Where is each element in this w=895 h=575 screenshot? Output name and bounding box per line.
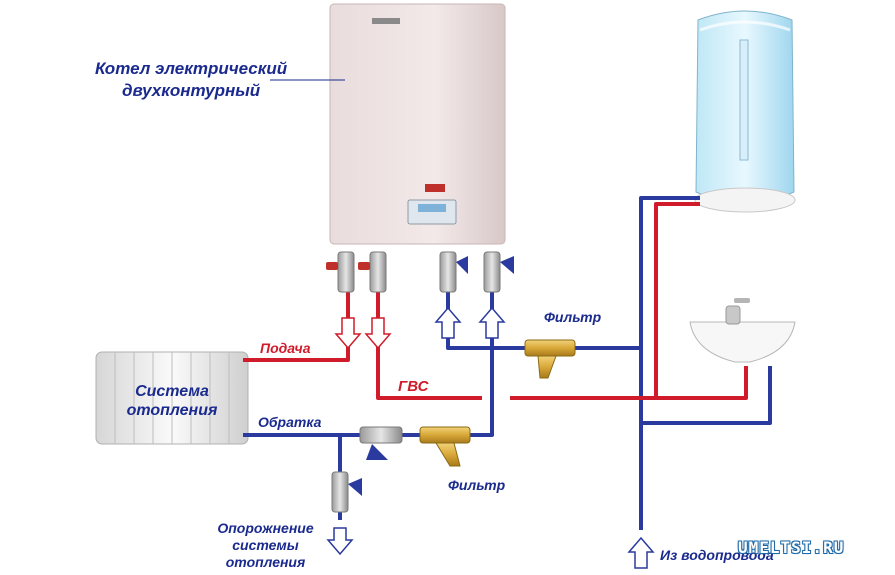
- filter-bottom-label: Фильтр: [448, 477, 506, 493]
- drain-label-line1: Опорожнение: [217, 520, 314, 536]
- ball-valve-drain: [331, 471, 362, 513]
- cold-water-pipes: [243, 196, 772, 530]
- drain-label-line2: системы: [232, 537, 299, 553]
- filter-top-label: Фильтр: [544, 309, 602, 325]
- arrow-up-cold-inlet: [434, 306, 462, 339]
- heating-system-label: Система отопления: [112, 382, 232, 420]
- watermark: UMELTSI.RU: [738, 538, 845, 557]
- boiler-title-line2: двухконтурный: [121, 81, 261, 100]
- drain-label-line3: отопления: [225, 554, 306, 570]
- filter-bottom: [419, 426, 471, 467]
- filter-top: [524, 339, 576, 379]
- water-inlet-label: Из водопровода: [660, 547, 774, 563]
- heating-label-line2: отопления: [126, 402, 218, 419]
- arrow-down-drain: [326, 527, 354, 556]
- arrow-up-water-inlet: [627, 536, 655, 569]
- hot-water-label: ГВС: [398, 378, 429, 395]
- arrow-down-hot-water: [364, 317, 392, 350]
- wash-basin: [689, 298, 796, 363]
- ball-valve-cold-inlet: [439, 251, 468, 293]
- arrow-down-supply: [334, 317, 362, 350]
- flow-arrows: [326, 306, 655, 569]
- boiler-title-line1: Котел электрический: [95, 59, 288, 78]
- boiler-title: Котел электрический двухконтурный: [95, 58, 287, 102]
- heating-label-line1: Система: [135, 383, 209, 400]
- arrow-up-return: [478, 306, 506, 339]
- shower-cabin: [694, 10, 796, 213]
- ball-valve-supply: [326, 251, 355, 293]
- ball-valve-return-line: [359, 426, 403, 460]
- drain-label: Опорожнение системы отопления: [203, 520, 328, 571]
- radiator: [95, 351, 249, 445]
- return-label: Обратка: [258, 414, 322, 430]
- ball-valve-return: [483, 251, 514, 293]
- boiler-unit: [329, 3, 506, 245]
- supply-label: Подача: [260, 340, 311, 356]
- ball-valve-hot-water: [358, 251, 387, 293]
